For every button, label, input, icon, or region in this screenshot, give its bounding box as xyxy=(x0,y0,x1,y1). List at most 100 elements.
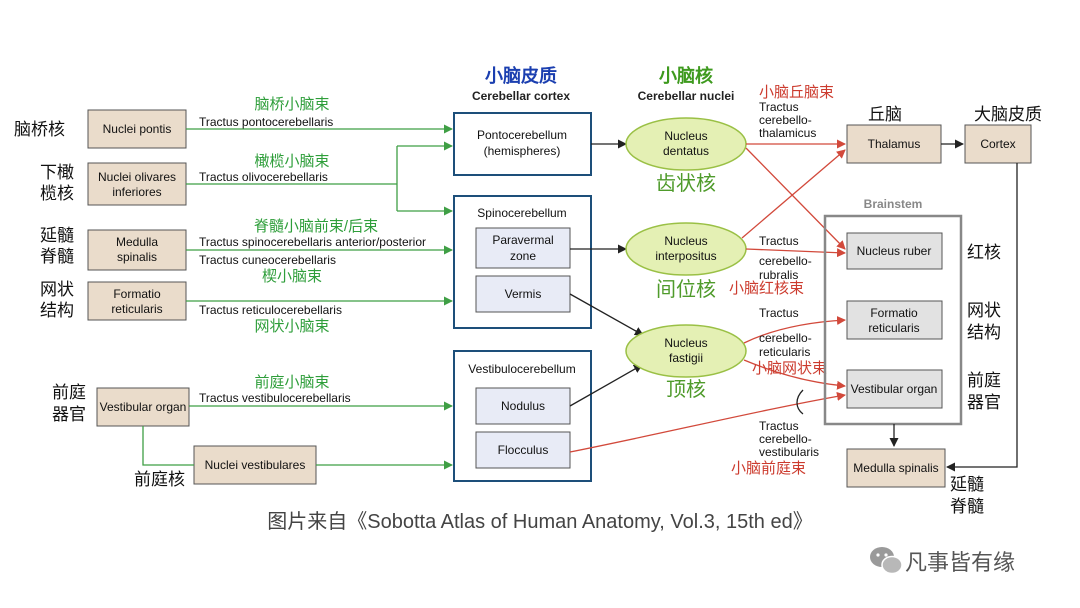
tract-reticularis-l2: cerebello- xyxy=(759,331,812,345)
formatio-reticularis-right-label-1: Formatio xyxy=(870,306,918,320)
formatio-right-cn-1: 网状 xyxy=(967,301,1001,320)
spinocerebellum-title: Spinocerebellum xyxy=(477,206,566,220)
medulla-left-cn-2: 脊髓 xyxy=(40,247,74,266)
tract-rubralis-l2: cerebello- xyxy=(759,254,812,268)
tract-vestibulo-cn: 前庭小脑束 xyxy=(254,374,329,391)
nuclei-pontis-label: Nuclei pontis xyxy=(103,122,172,136)
nucleus-dentatus-label-1: Nucleus xyxy=(664,129,707,143)
tract-thalamicus-cn: 小脑丘脑束 xyxy=(759,84,834,101)
line-dentatus-to-ruber xyxy=(745,147,846,250)
nuclei-header-en: Cerebellar nuclei xyxy=(638,89,735,103)
tract-vestibulo-en: Tractus vestibulocerebellaris xyxy=(199,391,351,405)
line-fastigii-to-formatio xyxy=(743,315,846,344)
nucleus-interpositus-cn: 间位核 xyxy=(656,278,716,301)
line-organ-to-vestibulares xyxy=(142,426,194,466)
tract-thalamicus-l3: thalamicus xyxy=(759,126,816,140)
nuclei-header-cn: 小脑核 xyxy=(659,65,713,86)
pontocerebellum-box xyxy=(453,112,592,176)
cerebral-cortex-cn: 大脑皮质 xyxy=(974,105,1042,124)
nucleus-fastigii-oval xyxy=(625,324,747,378)
tract-ponto-en: Tractus pontocerebellaris xyxy=(199,115,333,129)
formatio-reticularis-left-label-2: reticularis xyxy=(111,302,162,316)
cerebral-cortex-box xyxy=(964,124,1032,164)
pontocerebellum-label-1: Pontocerebellum xyxy=(477,128,567,142)
olivares-cn-2: 榄核 xyxy=(40,184,74,203)
paravermal-zone-box xyxy=(475,227,571,269)
formatio-left-cn-1: 网状 xyxy=(40,280,74,299)
tract-reticularis-l1: Tractus xyxy=(759,306,799,320)
formatio-reticularis-right-box xyxy=(846,300,943,340)
vestibular-right-cn-2: 器官 xyxy=(967,393,1001,412)
line-nodulus-to-fastigii xyxy=(569,364,643,407)
nodulus-label: Nodulus xyxy=(501,399,545,413)
tract-cuneo-en: Tractus cuneocerebellaris xyxy=(199,253,336,267)
nucleus-interpositus-label-2: interpositus xyxy=(655,249,716,263)
tract-thalamicus-l2: cerebello- xyxy=(759,113,812,127)
tract-ponto-cn: 脑桥小脑束 xyxy=(254,96,329,113)
paravermal-zone-label-1: Paravermal xyxy=(492,233,553,247)
flocculus-label: Flocculus xyxy=(498,443,549,457)
formatio-reticularis-left-label-1: Formatio xyxy=(113,287,161,301)
nucleus-interpositus-label-1: Nucleus xyxy=(664,234,707,248)
tract-vestibularis-l1: Tractus xyxy=(759,419,799,433)
line-vermis-to-fastigii xyxy=(569,293,644,336)
tract-reticulo-en: Tractus reticulocerebellaris xyxy=(199,303,342,317)
nucleus-ruber-box xyxy=(846,232,943,270)
vestibular-left-cn-2: 器官 xyxy=(52,405,86,424)
tract-olivo-en: Tractus olivocerebellaris xyxy=(199,170,328,184)
nuclei-pontis-box xyxy=(87,109,187,149)
paravermal-zone-label-2: zone xyxy=(510,249,536,263)
nucleus-fastigii-label-2: fastigii xyxy=(669,351,703,365)
nucleus-ruber-label: Nucleus ruber xyxy=(857,244,932,258)
medulla-left-cn-1: 延髓 xyxy=(40,226,74,245)
pontocerebellum-label-2: (hemispheres) xyxy=(484,144,561,158)
tract-bracket xyxy=(796,389,804,415)
vestibular-organ-right-box xyxy=(846,369,943,409)
nuclei-olivares-label-2: inferiores xyxy=(112,185,161,199)
vermis-label: Vermis xyxy=(505,287,542,301)
tract-spino-en: Tractus spinocerebellaris anterior/poste… xyxy=(199,235,426,249)
medulla-spinalis-right-box xyxy=(846,448,946,488)
medulla-spinalis-left-box xyxy=(87,229,187,271)
thalamus-box xyxy=(846,124,942,164)
tract-reticularis-cn: 小脑网状束 xyxy=(752,360,827,377)
tract-olivo-cn: 橄榄小脑束 xyxy=(254,153,329,170)
vestibulocerebellum-title: Vestibulocerebellum xyxy=(468,362,575,376)
wechat-icon xyxy=(870,547,903,575)
tract-reticularis-l3: reticularis xyxy=(759,345,810,359)
cortex-header-cn: 小脑皮质 xyxy=(485,65,557,86)
tract-rubralis-l1: Tractus xyxy=(759,234,799,248)
source-caption: 图片来自《Sobotta Atlas of Human Anatomy, Vol… xyxy=(267,510,812,533)
tract-vestibularis-cn: 小脑前庭束 xyxy=(731,460,806,477)
medulla-spinalis-right-label: Medulla spinalis xyxy=(853,461,938,475)
tract-vestibularis-l2: cerebello- xyxy=(759,432,812,446)
tract-rubralis-l3: rubralis xyxy=(759,268,798,282)
tract-reticulo-cn: 网状小脑束 xyxy=(254,318,329,335)
tract-cuneo-cn: 楔小脑束 xyxy=(262,268,322,285)
flocculus-box xyxy=(475,431,571,469)
vermis-box xyxy=(475,275,571,313)
formatio-left-cn-2: 结构 xyxy=(40,301,74,320)
line-interpositus-to-thalamus xyxy=(741,149,846,239)
pontis-cn: 脑桥核 xyxy=(14,120,65,139)
line-cortex-to-medulla xyxy=(946,163,1018,472)
olivares-cn-1: 下橄 xyxy=(40,163,74,182)
medulla-right-cn-1: 延髓 xyxy=(950,475,984,494)
nucleus-fastigii-cn: 顶核 xyxy=(666,378,706,401)
nuclei-olivares-box xyxy=(87,162,187,206)
tract-thalamicus-l1: Tractus xyxy=(759,100,799,114)
line-interpositus-to-ruber xyxy=(745,248,846,258)
thalamus-cn: 丘脑 xyxy=(868,105,902,124)
line-fastigii-to-vestibular xyxy=(743,359,846,390)
nucleus-fastigii-label-1: Nucleus xyxy=(664,336,707,350)
tract-spino-cn: 脊髓小脑前束/后束 xyxy=(254,218,378,235)
nucleus-dentatus-label-2: dentatus xyxy=(663,144,709,158)
formatio-reticularis-right-label-2: reticularis xyxy=(868,321,919,335)
brainstem-frame xyxy=(823,214,963,426)
tract-rubralis-cn: 小脑红核束 xyxy=(729,280,804,297)
ruber-cn: 红核 xyxy=(967,243,1001,262)
vestibulares-cn: 前庭核 xyxy=(134,470,185,489)
cerebral-cortex-label: Cortex xyxy=(980,137,1015,151)
watermark-text: 凡事皆有缘 xyxy=(905,550,1015,575)
